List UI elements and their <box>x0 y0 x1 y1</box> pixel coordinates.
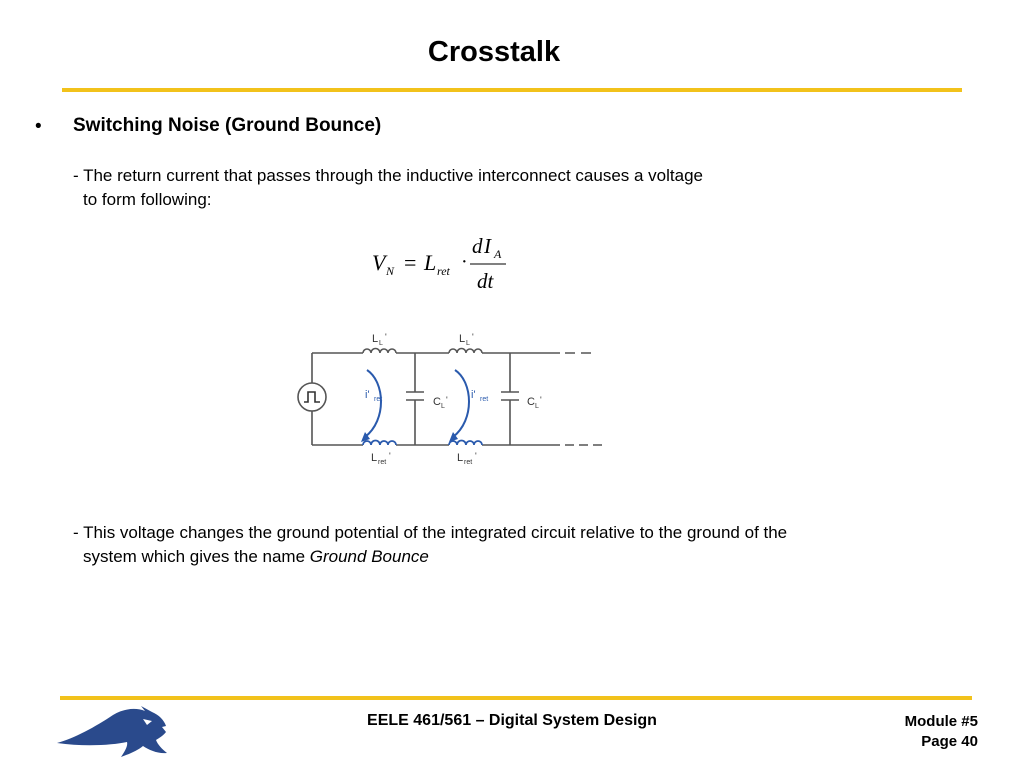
bullet-heading: Switching Noise (Ground Bounce) <box>73 115 382 136</box>
label-capacitor-2: C <box>527 396 535 408</box>
eq-numerator-subscript: A <box>493 247 502 261</box>
label-current-1-sub: ret <box>374 396 382 403</box>
label-prime: ' <box>475 451 477 461</box>
paragraph-ground-bounce: - This voltage changes the ground potent… <box>73 521 787 569</box>
ground-bounce-equation: V N = L ret · d I A dt <box>372 234 506 293</box>
label-prime: ' <box>385 332 387 342</box>
label-capacitor-2-sub: L <box>535 403 539 410</box>
circuit-wires <box>311 352 602 446</box>
label-prime: ' <box>446 395 448 405</box>
pulse-source-icon <box>297 382 327 412</box>
footer-course-title: EELE 461/561 – Digital System Design <box>367 712 657 729</box>
ground-bounce-term: Ground Bounce <box>309 547 429 566</box>
label-prime: ' <box>540 395 542 405</box>
eq-inductance: L <box>423 250 436 275</box>
paragraph-line: - The return current that passes through… <box>73 166 703 185</box>
footer-rule <box>60 696 972 700</box>
eq-numerator-d: d <box>472 234 483 258</box>
return-inductor-coil-icon <box>362 439 483 446</box>
eq-dot: · <box>461 251 468 273</box>
label-inductor-bottom-2: L <box>457 452 463 464</box>
label-current-1: i' <box>365 389 370 401</box>
label-inductor-bottom-2-sub: ret <box>464 459 472 466</box>
label-capacitor-1-sub: L <box>441 403 445 410</box>
footer-module-number: Module #5 <box>904 713 978 730</box>
bobcat-logo-icon <box>57 706 167 757</box>
header-rule <box>62 88 962 92</box>
paragraph-line: system which gives the name Ground Bounc… <box>73 545 787 569</box>
label-prime: ' <box>389 451 391 461</box>
label-inductor-bottom-1: L <box>371 452 377 464</box>
label-current-2: i' <box>471 389 476 401</box>
paragraph-line: - This voltage changes the ground potent… <box>73 523 788 542</box>
eq-lhs-subscript: N <box>385 264 395 278</box>
label-capacitor-1: C <box>433 396 441 408</box>
label-prime: ' <box>472 332 474 342</box>
inductor-coil-icon <box>362 347 483 354</box>
label-inductor-top-1: L <box>372 333 378 345</box>
label-inductor-top-2: L <box>459 333 465 345</box>
slide-title: Crosstalk <box>427 36 561 68</box>
footer-page-number: Page 40 <box>921 733 978 750</box>
ground-bounce-circuit: L L ' L L ' L ret ' L ret ' C L ' C L ' … <box>297 332 602 466</box>
eq-inductance-subscript: ret <box>437 264 451 278</box>
label-inductor-top-1-sub: L <box>379 340 383 347</box>
paragraph-return-current: - The return current that passes through… <box>73 164 703 212</box>
footer-page-info: Module #5 Page 40 <box>905 712 978 752</box>
bullet-marker: • <box>35 116 42 137</box>
eq-equals: = <box>404 250 416 275</box>
eq-lhs-symbol: V <box>372 250 388 275</box>
paragraph-text: system which gives the name <box>83 547 310 566</box>
paragraph-line: to form following: <box>83 190 212 209</box>
eq-denominator: dt <box>477 269 495 293</box>
current-arrowhead-icon <box>361 432 458 442</box>
label-inductor-top-2-sub: L <box>466 340 470 347</box>
eq-numerator-symbol: I <box>483 234 492 258</box>
label-inductor-bottom-1-sub: ret <box>378 459 386 466</box>
label-current-2-sub: ret <box>480 396 488 403</box>
current-loop-arrow-icon <box>364 369 470 438</box>
